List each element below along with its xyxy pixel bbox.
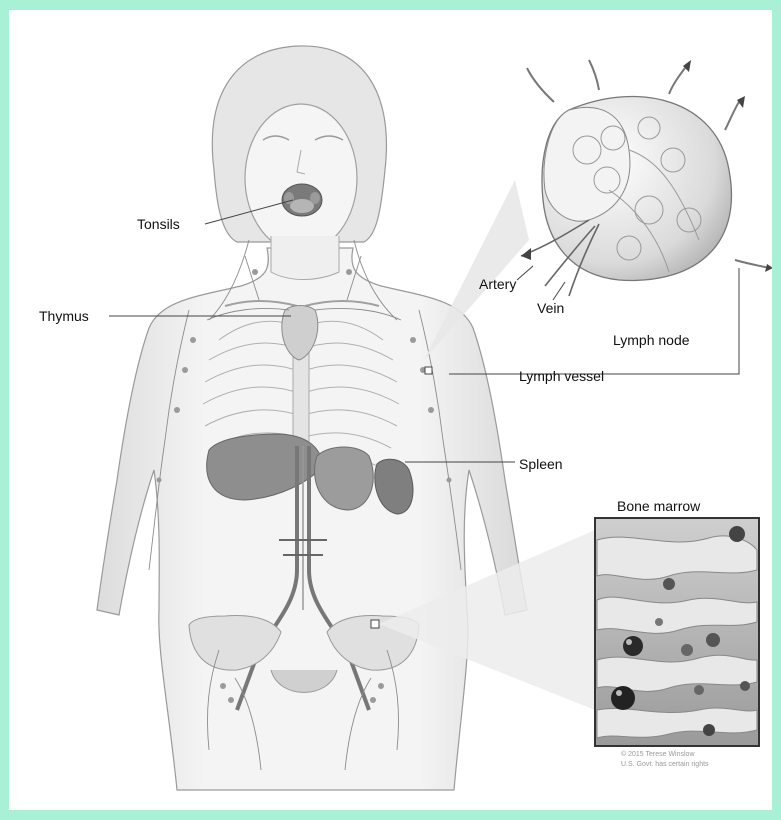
lymph-vessel-marker bbox=[425, 367, 432, 374]
copyright-line-2: U.S. Govt. has certain rights bbox=[621, 760, 709, 769]
lymph-node-inset bbox=[424, 60, 772, 374]
face bbox=[245, 104, 357, 252]
label-lymph-vessel: Lymph vessel bbox=[519, 368, 604, 384]
label-vein: Vein bbox=[537, 300, 564, 316]
copyright-line-1: © 2015 Terese Winslow bbox=[621, 750, 695, 759]
label-thymus: Thymus bbox=[39, 308, 89, 324]
label-tonsils: Tonsils bbox=[137, 216, 180, 232]
illustration-frame: Tonsils Thymus Artery Vein Lymph node Ly… bbox=[9, 10, 772, 810]
body-silhouette bbox=[97, 46, 527, 790]
bone-marrow-marker bbox=[371, 620, 379, 628]
label-artery: Artery bbox=[479, 276, 516, 292]
label-bone-marrow: Bone marrow bbox=[617, 498, 700, 514]
label-spleen: Spleen bbox=[519, 456, 563, 472]
label-lymph-node: Lymph node bbox=[613, 332, 690, 348]
neck bbox=[271, 236, 339, 280]
lymphatic-system-illustration bbox=[9, 10, 772, 810]
